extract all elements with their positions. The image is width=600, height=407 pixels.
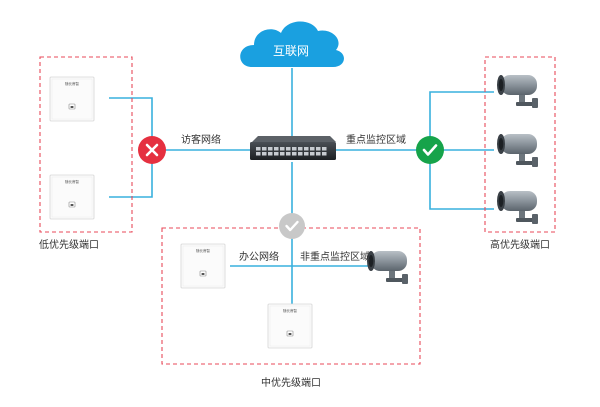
low-zone-label: 低优先级端口 — [39, 238, 99, 251]
wall-panel: 随长睿智 — [49, 76, 95, 122]
office-network-label: 办公网络 — [239, 250, 279, 263]
internet-cloud: 互联网 — [240, 21, 344, 67]
check-mark-icon — [279, 213, 305, 239]
panel-brand: 随长睿智 — [196, 248, 210, 253]
cloud-label: 互联网 — [273, 44, 309, 58]
panel-brand: 随长睿智 — [65, 179, 79, 184]
network-switch — [250, 136, 336, 160]
camera-icon — [497, 75, 538, 108]
panel-brand: 随长睿智 — [65, 81, 79, 86]
camera-icon — [497, 134, 538, 167]
wall-panel: 随长睿智 — [49, 174, 95, 220]
wall-panel: 随长睿智 — [180, 243, 226, 289]
camera-icon — [367, 251, 408, 284]
mid-zone-label: 中优先级端口 — [261, 376, 321, 389]
non-key-monitor-zone-label: 非重点监控区域 — [300, 250, 370, 263]
low-priority-zone — [39, 56, 133, 233]
high-zone-label: 高优先级端口 — [490, 238, 550, 251]
visitor-network-label: 访客网络 — [181, 133, 221, 146]
wires — [109, 68, 494, 318]
x-mark-icon — [138, 136, 166, 164]
key-monitor-zone-label: 重点监控区域 — [346, 133, 406, 146]
camera-icon — [497, 191, 538, 224]
high-priority-zone — [484, 56, 556, 233]
check-mark-icon — [416, 136, 444, 164]
panel-brand: 随长睿智 — [283, 308, 297, 313]
wall-panel: 随长睿智 — [267, 303, 313, 349]
